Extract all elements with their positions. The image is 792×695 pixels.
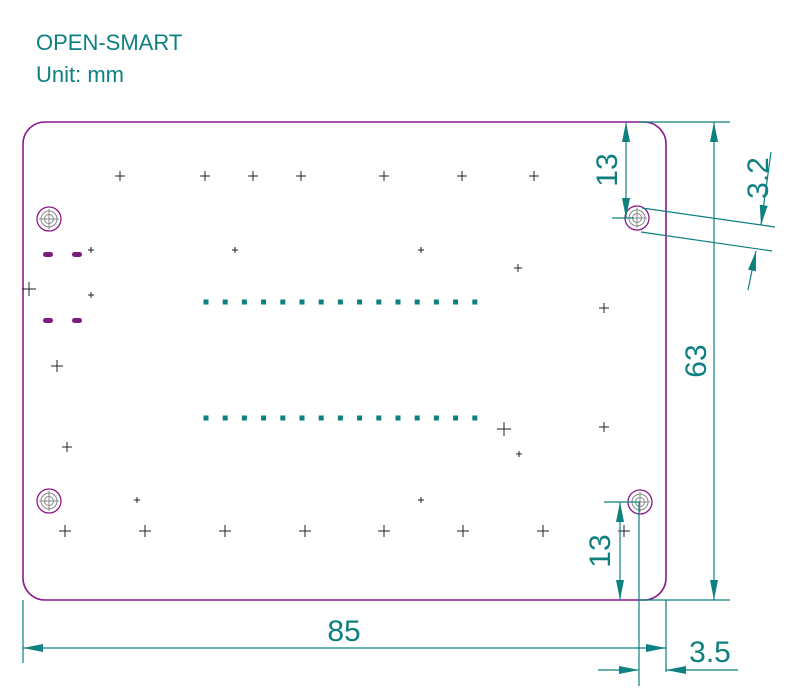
header-pad [203, 415, 209, 421]
header-pad [203, 299, 209, 305]
header-pad [357, 299, 363, 305]
dimension-edge-offset-label: 3.5 [689, 636, 731, 669]
header-pad [299, 299, 305, 305]
crosshair-marker [248, 171, 258, 181]
header-pad [433, 299, 439, 305]
crosshair-marker [232, 247, 238, 253]
crosshair-marker [59, 525, 71, 537]
crosshair-marker [379, 171, 389, 181]
header-pad [261, 415, 267, 421]
header-pad [222, 299, 228, 305]
mount-hole [36, 488, 62, 514]
smd-led-pad [43, 318, 53, 323]
header-pad [299, 415, 305, 421]
header-pad [395, 415, 401, 421]
crosshair-marker [516, 451, 522, 457]
crosshair-marker [529, 171, 539, 181]
header-pad [414, 299, 420, 305]
crosshair-marker [514, 264, 522, 272]
header-pad [472, 299, 478, 305]
smd-led-pad [72, 252, 82, 257]
crosshair-marker [219, 525, 231, 537]
header-pad [395, 299, 401, 305]
header-pad [241, 415, 247, 421]
dimension-hole-bottom-label: 13 [584, 534, 617, 567]
crosshair-marker [599, 303, 609, 313]
crosshair-marker [418, 497, 424, 503]
dimension-width [22, 600, 667, 672]
board-outline [22, 121, 667, 601]
crosshair-marker [88, 292, 94, 298]
smd-led-group [43, 252, 82, 323]
header-pad [357, 415, 363, 421]
dimension-height [640, 121, 730, 601]
header-pad [318, 299, 324, 305]
header-pad [376, 299, 382, 305]
crosshair-marker [22, 282, 36, 296]
mount-hole [36, 206, 62, 232]
header-pad [433, 415, 439, 421]
crosshair-marker [139, 525, 151, 537]
header-pad [453, 299, 459, 305]
crosshair-marker [88, 247, 94, 253]
crosshair-marker [457, 525, 469, 537]
header-pad [241, 299, 247, 305]
crosshair-marker [115, 171, 125, 181]
header-pad [472, 415, 478, 421]
crosshair-marker [134, 497, 140, 503]
crosshair-marker [378, 525, 390, 537]
header-pad [453, 415, 459, 421]
crosshair-marker [62, 442, 72, 452]
crosshair-marker [457, 171, 467, 181]
smd-led-pad [43, 252, 53, 257]
header-pad-row [203, 299, 478, 305]
brand-title: OPEN-SMART [36, 30, 183, 55]
crosshair-marker [296, 171, 306, 181]
dimension-hole-diameter [640, 151, 776, 291]
header-pad [376, 415, 382, 421]
dimension-hole-top-label: 13 [591, 153, 624, 186]
header-pad [261, 299, 267, 305]
dimension-edge-offset [598, 502, 738, 686]
dimension-hole-bottom [604, 501, 640, 600]
header-pad [222, 415, 228, 421]
header-pad [318, 415, 324, 421]
header-pad [337, 415, 343, 421]
unit-label: Unit: mm [36, 62, 124, 87]
dimension-hole-diameter-label: 3.2 [742, 157, 775, 199]
dimension-height-label: 63 [680, 344, 713, 377]
dimension-hole-top [612, 122, 634, 219]
dimension-width-label: 85 [327, 615, 360, 648]
header-pad-row [203, 415, 478, 421]
crosshair-marker [299, 525, 311, 537]
header-pad [337, 299, 343, 305]
smd-led-pad [72, 318, 82, 323]
crosshair-marker [537, 525, 549, 537]
header-pad [280, 299, 286, 305]
crosshair-marker [599, 422, 609, 432]
crosshair-marker [51, 360, 63, 372]
header-pad [414, 415, 420, 421]
crosshair-marker [497, 422, 511, 436]
crosshair-marker [200, 171, 210, 181]
crosshair-marker [418, 247, 424, 253]
header-pad [280, 415, 286, 421]
